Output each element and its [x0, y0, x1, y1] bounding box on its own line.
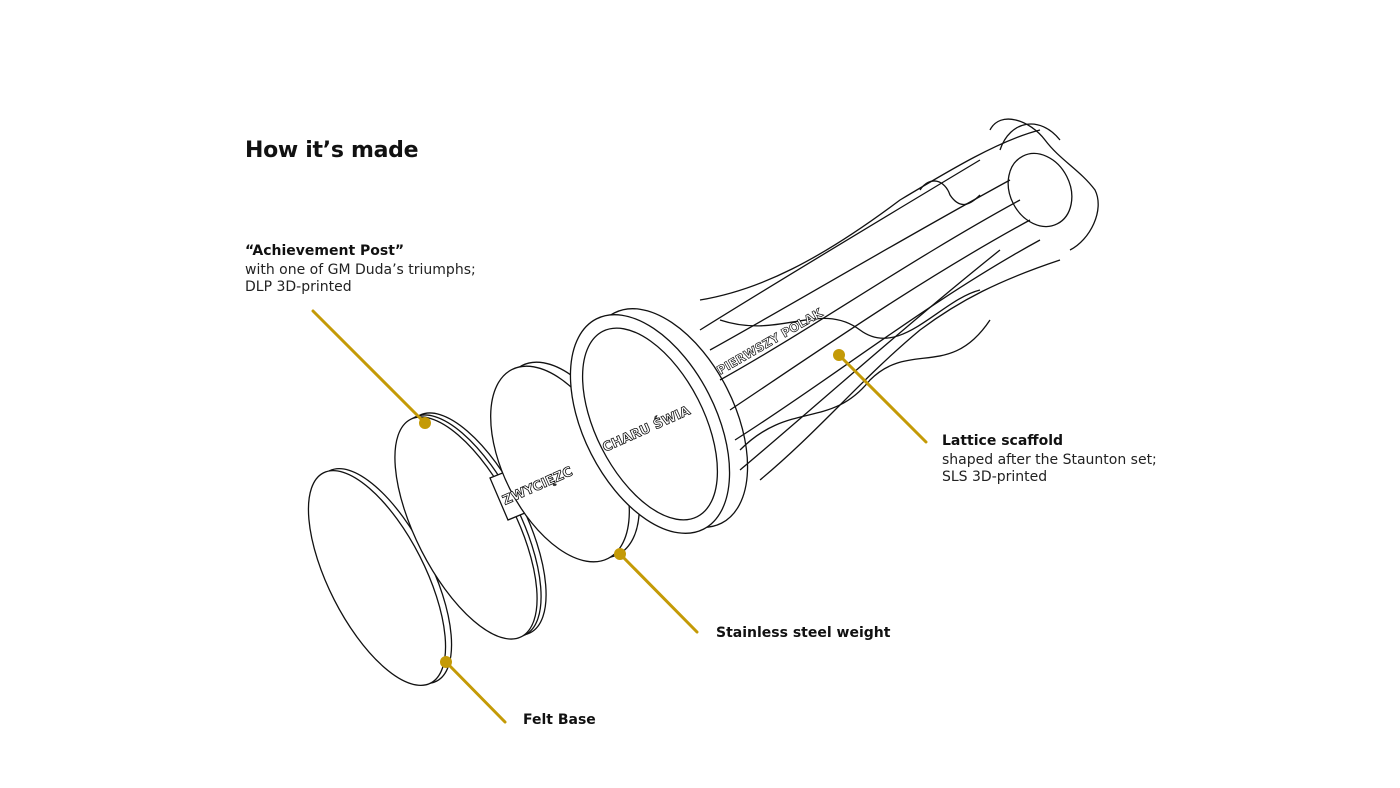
label-heading: Stainless steel weight — [716, 625, 891, 641]
label-line: with one of GM Duda’s triumphs; — [245, 262, 476, 278]
label-lattice-scaffold: Lattice scaffold shaped after the Staunt… — [942, 433, 1157, 486]
lattice-ring — [569, 308, 749, 534]
callout-lattice — [833, 349, 928, 444]
label-stainless-steel-weight: Stainless steel weight — [716, 625, 890, 644]
callout-steel — [614, 548, 699, 634]
page-title: How it’s made — [245, 138, 419, 163]
lattice-scaffold-body — [699, 118, 1099, 481]
achievement-post-disc — [394, 412, 591, 640]
label-heading: “Achievement Post” — [245, 243, 405, 259]
callout-felt — [440, 656, 507, 724]
label-line: DLP 3D-printed — [245, 279, 352, 295]
label-heading: Lattice scaffold — [942, 433, 1064, 449]
label-heading: Felt Base — [523, 712, 596, 728]
label-line: shaped after the Staunton set; — [942, 452, 1157, 468]
callout-post — [311, 309, 431, 429]
felt-base-disc — [307, 467, 453, 687]
label-achievement-post: “Achievement Post” with one of GM Duda’s… — [245, 243, 476, 296]
label-felt-base: Felt Base — [523, 712, 596, 731]
label-line: SLS 3D-printed — [942, 469, 1048, 485]
